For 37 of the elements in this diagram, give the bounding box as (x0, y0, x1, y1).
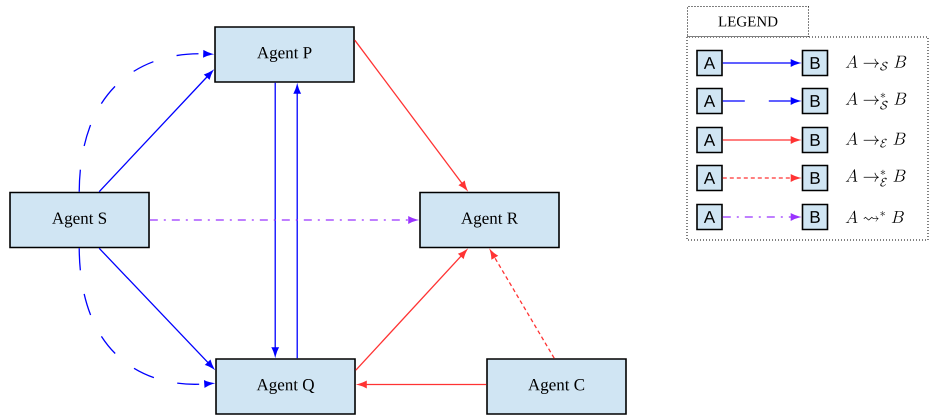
agent-box: Agent S (9, 192, 150, 248)
legend-text: $A \to_{\mathcal{E}} B$ (846, 132, 906, 148)
arrow (358, 380, 486, 388)
legend-title: LEGEND (687, 6, 809, 37)
arrow (78, 248, 214, 388)
arrow (490, 250, 555, 359)
arrow (98, 248, 214, 369)
arrow (354, 40, 468, 190)
arrow (98, 70, 213, 192)
legend-sample-box: B (802, 88, 828, 114)
legend-sample-box: B (802, 50, 828, 76)
legend-sample-box: A (696, 204, 723, 230)
arrow (722, 174, 800, 182)
arrow (355, 250, 467, 371)
legend-sample-box: A (696, 164, 723, 192)
legend-sample-box: A (696, 88, 723, 114)
agent-box: Agent R (419, 192, 560, 248)
legend-sample-box: B (802, 204, 828, 230)
arrow (272, 82, 279, 356)
arrow (150, 216, 418, 224)
arrow (722, 213, 800, 221)
legend-sample-box: A (696, 126, 723, 154)
legend-text: $A \rightsquigarrow^{*} B$ (846, 210, 904, 223)
legend-sample-box: A (696, 50, 723, 76)
arrow (722, 136, 800, 144)
agent-box: Agent P (214, 26, 355, 83)
agent-box: Agent Q (215, 358, 356, 415)
legend-text: $A \to_{\mathcal{S}} B$ (846, 55, 906, 70)
agent-box: Agent C (486, 358, 627, 415)
legend-sample-box: B (802, 164, 828, 192)
legend-text: $A \to^{*}_{\mathcal{E}} B$ (846, 169, 906, 187)
arrow (294, 84, 301, 358)
arrow (78, 50, 212, 192)
arrow (722, 59, 800, 67)
legend-sample-box: B (802, 126, 828, 154)
legend-text: $A \to^{*}_{\mathcal{S}} B$ (846, 92, 906, 110)
arrow (722, 97, 800, 105)
